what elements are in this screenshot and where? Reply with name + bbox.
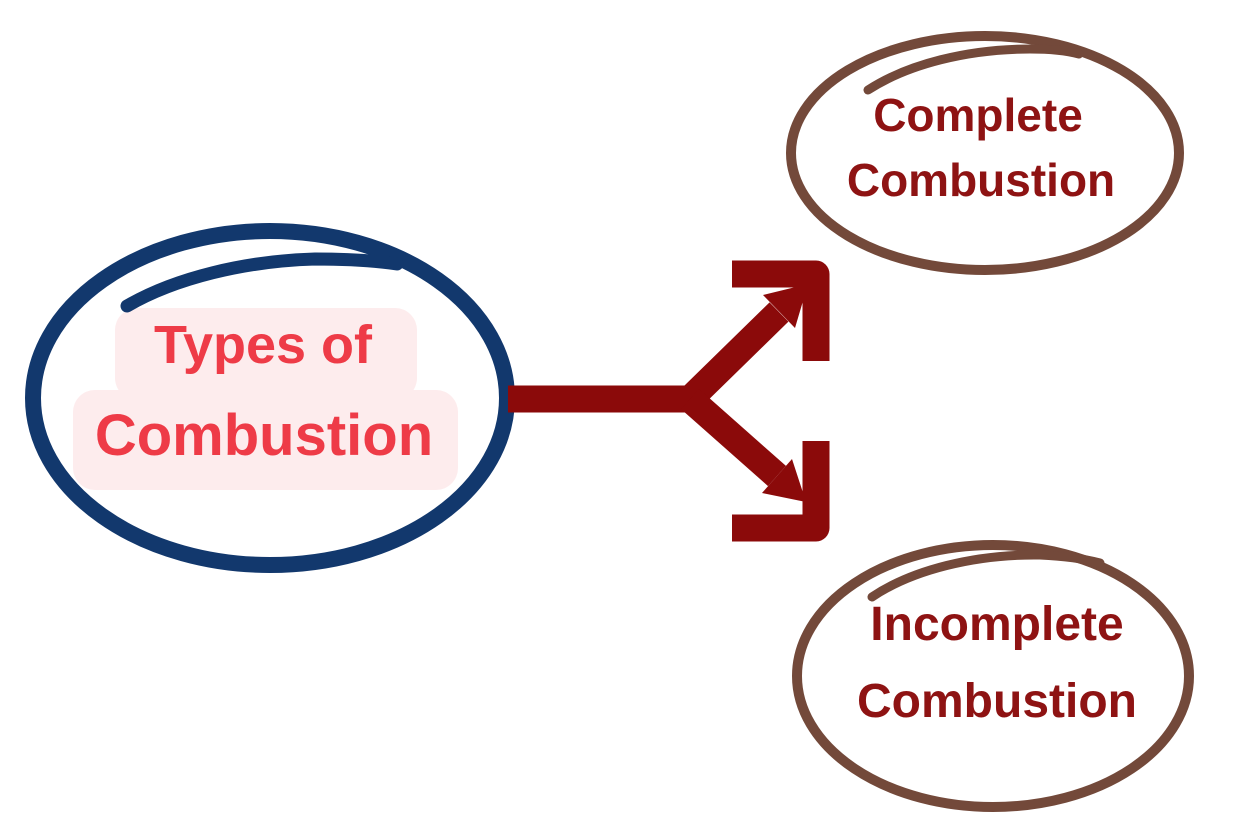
root-ellipse-outline	[25, 223, 515, 573]
arrow-trunk-upper-branch	[508, 302, 789, 413]
incomplete-label-line2: Combustion	[857, 675, 1137, 728]
arrow-lower-tip	[762, 459, 806, 502]
complete-ellipse-outline	[786, 31, 1184, 275]
complete-ellipse-inner-stroke	[863, 44, 1084, 95]
complete-label-line2: Combustion	[846, 154, 1116, 206]
arrow-upper-corner-bracket	[732, 260, 830, 361]
root-highlight-top	[115, 308, 417, 400]
incomplete-label-line1: Incomplete	[870, 598, 1124, 651]
root-highlight-bottom	[73, 390, 458, 490]
root-ellipse-inner-stroke	[120, 252, 404, 313]
complete-label-line1: Complete	[873, 89, 1083, 141]
root-label-line1: Types of	[153, 315, 373, 375]
arrow-lower-corner-bracket	[732, 441, 830, 542]
arrow-upper-tip	[763, 284, 808, 328]
root-label-line2: Combustion	[94, 403, 434, 468]
arrow-lower-branch	[681, 388, 786, 487]
incomplete-ellipse-outline	[792, 540, 1194, 812]
incomplete-ellipse-inner-stroke	[867, 550, 1105, 602]
